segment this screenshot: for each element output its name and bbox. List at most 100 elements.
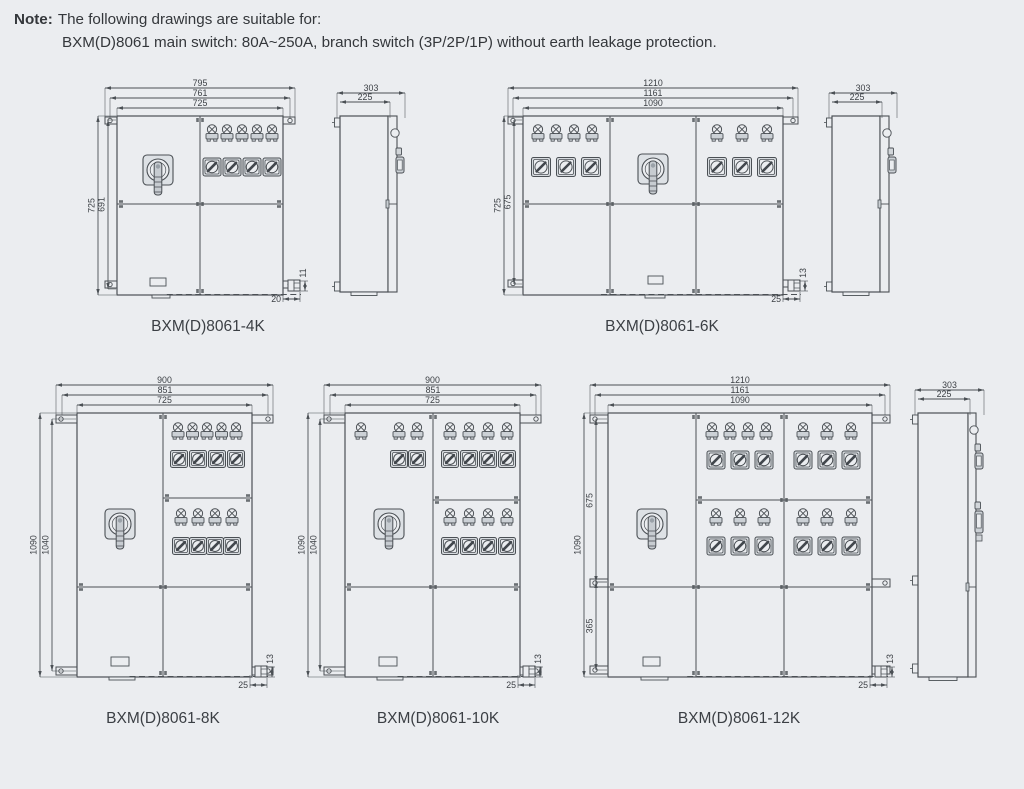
branch-switch-icon [479, 537, 497, 555]
dimension-label: 1161 [644, 88, 663, 98]
note-line2: BXM(D)8061 main switch: 80A~250A, branch… [62, 34, 717, 51]
branch-switch-icon [754, 536, 774, 556]
dimension: 725 [87, 116, 100, 295]
branch-breaker-icon [174, 508, 188, 526]
branch-breaker-icon [200, 422, 214, 440]
dimension: 761 [110, 88, 290, 100]
dimension: 303 [915, 380, 984, 392]
branch-breaker-icon [549, 124, 563, 142]
branch-switch-icon [817, 450, 837, 470]
branch-switch-icon [841, 536, 861, 556]
branch-breaker-icon [531, 124, 545, 142]
dimension-label: 225 [850, 92, 865, 102]
branch-switch-icon [479, 450, 497, 468]
dimension: 1040 [41, 419, 54, 671]
dimension: 675 [585, 419, 598, 582]
branch-breaker-icon [710, 124, 724, 142]
dimension: 691 [97, 120, 110, 289]
branch-breaker-icon [462, 422, 476, 440]
dimension: 365 [585, 582, 598, 670]
mounting-ear [871, 578, 891, 588]
branch-switch-icon [223, 537, 241, 555]
note-line1-row: Note:The following drawings are suitable… [14, 8, 717, 31]
mounting-ear [251, 414, 274, 424]
branch-switch-icon [757, 157, 777, 177]
dimension-label: 25 [771, 294, 781, 304]
dimension: 303 [829, 83, 897, 95]
branch-switch-icon [262, 157, 282, 177]
branch-breaker-icon [205, 124, 219, 142]
dimension-label: 1210 [643, 78, 663, 88]
branch-breaker-icon [215, 422, 228, 440]
branch-switch-icon [556, 157, 576, 177]
branch-breaker-icon [796, 508, 810, 526]
branch-breaker-icon [229, 422, 243, 440]
branch-breaker-icon [500, 508, 514, 526]
branch-switch-icon [170, 450, 188, 468]
branch-switch-icon [707, 157, 727, 177]
main-switch-icon [142, 154, 174, 196]
dimension: 725 [493, 116, 506, 295]
dimension-label: 13 [533, 654, 543, 664]
main-switch-icon [636, 508, 668, 550]
mounting-ear [104, 116, 118, 125]
branch-breaker-icon [735, 124, 749, 142]
dimension-label: 1090 [573, 535, 583, 555]
branch-switch-icon [706, 536, 726, 556]
mounting-ear [507, 279, 524, 288]
dimension: 1161 [595, 385, 885, 397]
main-switch-icon [104, 508, 136, 550]
dimension-label: 725 [87, 198, 97, 213]
dimension-label: 13 [798, 268, 808, 278]
branch-breaker-icon [709, 508, 723, 526]
dimension-label: 225 [358, 92, 373, 102]
branch-switch-icon [227, 450, 245, 468]
main-switch-icon [637, 153, 669, 195]
dimension-label: 11 [298, 268, 308, 277]
branch-breaker-icon [796, 422, 810, 440]
branch-breaker-icon [733, 508, 747, 526]
dimension-label: 13 [265, 654, 275, 664]
branch-switch-icon [189, 537, 207, 555]
branch-breaker-icon [354, 422, 368, 440]
branch-breaker-icon [443, 508, 457, 526]
mounting-ear [507, 116, 524, 125]
dimension-label: 1040 [41, 535, 51, 555]
branch-switch-icon [441, 450, 459, 468]
branch-breaker-icon [585, 124, 599, 142]
dimension-label: 1210 [730, 375, 750, 385]
dimension-label: 25 [238, 680, 248, 690]
branch-breaker-icon [235, 124, 249, 142]
dimension: 900 [324, 375, 541, 387]
dimension: 1210 [508, 78, 798, 90]
dimension-label: 691 [97, 197, 107, 212]
dimension: 1090 [297, 413, 310, 677]
mounting-ear [782, 116, 799, 125]
branch-switch-icon [730, 450, 750, 470]
dimension-label: 725 [157, 395, 172, 405]
branch-breaker-icon [481, 508, 495, 526]
branch-breaker-icon [820, 422, 834, 440]
mounting-ear [589, 578, 609, 588]
dimension-label: 20 [271, 294, 281, 304]
branch-breaker-icon [760, 124, 774, 142]
note: Note:The following drawings are suitable… [14, 8, 717, 54]
branch-breaker-icon [723, 422, 737, 440]
foot-detail: 13 25 [771, 268, 808, 304]
dimension: 1161 [513, 88, 793, 100]
foot-detail: 11 20 [271, 268, 308, 304]
dimension-label: 365 [585, 619, 595, 634]
main-switch-icon [373, 508, 405, 550]
dimension-label: 1090 [643, 98, 663, 108]
branch-switch-icon [793, 450, 813, 470]
dimension: 225 [918, 389, 970, 401]
branch-breaker-icon [500, 422, 514, 440]
